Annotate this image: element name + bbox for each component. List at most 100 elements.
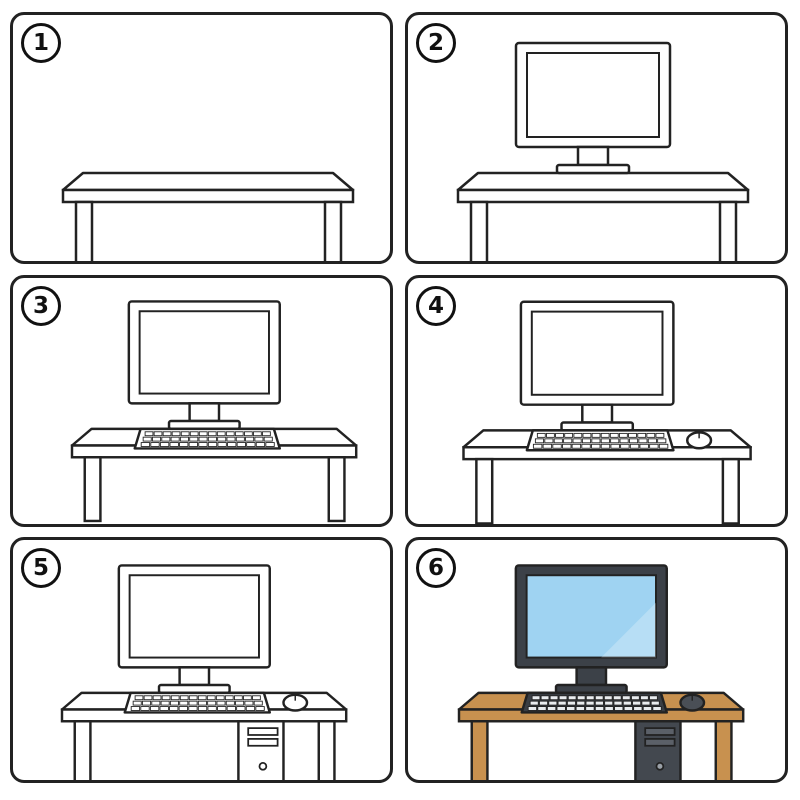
monitor-neck <box>576 145 610 167</box>
keyboard-key <box>252 695 261 701</box>
keyboard-key <box>152 436 162 442</box>
desk-top-surface <box>61 171 355 192</box>
keyboard-key <box>529 700 539 706</box>
monitor-screen <box>526 52 660 138</box>
computer-desk-drawing <box>462 300 752 524</box>
keyboard-key <box>245 436 255 442</box>
keyboard-key <box>572 438 582 444</box>
keyboard-key <box>189 436 199 442</box>
keyboard-key <box>604 706 614 711</box>
keyboard-key <box>149 706 160 711</box>
keyboard-key <box>557 700 567 706</box>
keyboard-key <box>576 695 586 701</box>
step-number-2: 2 <box>416 23 456 63</box>
computer-desk-drawing <box>457 564 745 780</box>
keyboard-key <box>582 432 592 438</box>
keyboard-key <box>171 431 181 437</box>
keyboard-key <box>197 706 208 711</box>
keyboard-key <box>254 436 264 442</box>
keyboard-key <box>540 695 550 701</box>
keyboard-key <box>658 443 669 449</box>
keyboard-key <box>534 438 545 444</box>
keyboard-key <box>188 700 198 706</box>
monitor-screen <box>128 574 260 659</box>
keyboard-key <box>143 695 153 701</box>
keyboard-key <box>585 700 595 706</box>
desk-leg-right <box>718 200 738 261</box>
keyboard-key <box>623 706 633 711</box>
monitor-neck <box>188 402 221 423</box>
keyboard-key <box>179 436 189 442</box>
keyboard-key <box>188 695 198 701</box>
keyboard-key <box>558 695 568 701</box>
mouse <box>679 693 706 712</box>
keyboard-key <box>161 436 171 442</box>
keyboard-key <box>639 443 649 449</box>
keyboard-key <box>227 442 237 447</box>
keyboard-key <box>216 700 226 706</box>
keyboard-key <box>555 432 564 438</box>
step-number-6: 6 <box>416 548 456 588</box>
keyboard-key <box>575 706 585 711</box>
keyboard-key <box>226 706 236 711</box>
keyboard-key <box>244 700 254 706</box>
keyboard-key <box>629 443 640 449</box>
computer-desk-drawing <box>70 300 358 523</box>
keyboard-key <box>180 431 190 437</box>
step-illustration <box>61 171 355 261</box>
keyboard-key <box>641 700 651 706</box>
mouse-body <box>686 431 713 450</box>
keyboard-key <box>253 431 262 437</box>
keyboard-key <box>563 438 573 444</box>
keyboard-key <box>600 443 611 449</box>
keyboard-key <box>207 700 217 706</box>
desk-leg-right <box>317 720 336 780</box>
keyboard-key <box>245 706 256 711</box>
keyboard-key <box>153 431 163 437</box>
keyboard-key <box>217 436 227 442</box>
keyboard-key <box>603 695 613 701</box>
keyboard-key <box>225 700 235 706</box>
desk-leg-left <box>470 720 489 780</box>
keyboard-key <box>619 438 629 444</box>
keyboard-key <box>159 442 170 447</box>
keyboard-key <box>159 706 169 711</box>
keyboard-key <box>161 695 171 701</box>
keyboard-key <box>236 442 246 447</box>
keyboard-key <box>553 438 563 444</box>
keyboard-key <box>647 438 657 444</box>
keyboard-key <box>546 432 555 438</box>
keyboard-key <box>244 431 253 437</box>
desk-leg-left <box>475 457 494 524</box>
keyboard-key <box>226 436 236 442</box>
monitor <box>117 564 271 695</box>
desk-leg-left <box>74 200 94 261</box>
keyboard-key <box>170 436 180 442</box>
keyboard-key <box>152 695 162 701</box>
step-illustration <box>457 564 745 780</box>
monitor-screen <box>530 310 664 396</box>
step-illustration <box>60 564 348 780</box>
keyboard-key <box>600 432 610 438</box>
keyboard-key <box>162 431 172 437</box>
keyboard-key <box>243 695 252 701</box>
keyboard-key <box>225 431 235 437</box>
keyboard-key <box>246 442 256 447</box>
keyboard-key <box>130 706 141 711</box>
keyboard-key <box>188 442 198 447</box>
keyboard-key <box>536 432 546 438</box>
step-number-4: 4 <box>416 286 456 326</box>
keyboard <box>525 429 675 452</box>
desk-leg-right <box>323 200 343 261</box>
tower-drive-bay-1 <box>247 727 279 736</box>
keyboard-key <box>628 432 637 438</box>
desk-leg-left <box>83 456 102 523</box>
keyboard-key <box>140 442 151 447</box>
desk-front-edge <box>61 188 355 204</box>
keyboard-key <box>594 695 604 701</box>
keyboard-key <box>179 442 189 447</box>
desk-leg-left <box>469 200 489 261</box>
desk-top-surface <box>456 171 750 192</box>
keyboard-key <box>150 442 160 447</box>
tower-drive-bay-1 <box>644 727 676 736</box>
